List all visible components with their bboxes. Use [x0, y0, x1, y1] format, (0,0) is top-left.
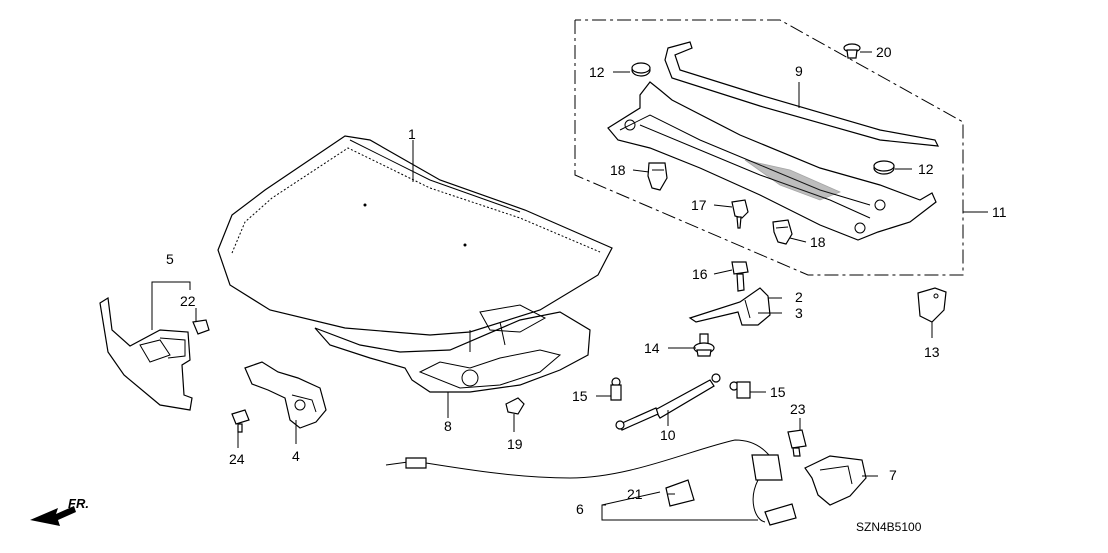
callout-7: 7: [889, 467, 897, 483]
callout-5: 5: [166, 251, 174, 267]
bolt-23: [787, 429, 807, 457]
callout-20: 20: [876, 44, 892, 60]
callout-18-lower: 18: [810, 234, 826, 250]
leader-lines: [151, 51, 933, 521]
clip-20: [843, 43, 861, 59]
hood-strut: [615, 373, 721, 431]
stud-14: [693, 333, 715, 357]
clip-19: [505, 397, 525, 415]
cap-upper: [631, 62, 651, 77]
callout-2: 2: [795, 289, 803, 305]
callout-6: 6: [576, 501, 584, 517]
callout-11: 11: [992, 204, 1007, 220]
hood-stop-13: [917, 287, 947, 323]
callout-21: 21: [627, 486, 643, 502]
callout-19: 19: [507, 436, 523, 452]
hood-lock: [804, 455, 867, 506]
callout-8: 8: [444, 418, 452, 434]
callout-10: 10: [660, 427, 676, 443]
ball-stud-right: [729, 381, 751, 399]
callout-9: 9: [795, 63, 803, 79]
callout-18-upper: 18: [610, 162, 626, 178]
callout-16: 16: [692, 266, 708, 282]
callout-12-lower: 12: [918, 161, 934, 177]
clip-18-upper: [647, 162, 668, 191]
cap-lower: [873, 160, 895, 175]
front-label: FR.: [68, 496, 89, 511]
hood: [217, 135, 613, 336]
hood-hinge: [688, 287, 771, 326]
front-direction-arrow-icon: [30, 506, 76, 526]
callout-1: 1: [408, 126, 416, 142]
ball-stud-left: [610, 377, 622, 401]
callout-15-right: 15: [770, 384, 786, 400]
clip-22: [192, 319, 210, 335]
callout-15-left: 15: [572, 388, 588, 404]
hood-latch: [244, 361, 327, 429]
diagram-code: SZN4B5100: [856, 520, 922, 534]
callout-17: 17: [691, 197, 707, 213]
hood-insulator: [314, 304, 591, 393]
callout-4: 4: [292, 448, 300, 464]
group-boundary-11: [574, 19, 964, 276]
bolt-24: [231, 409, 250, 433]
callout-13: 13: [924, 344, 940, 360]
callout-12-upper: 12: [589, 64, 605, 80]
cowl-top: [607, 81, 937, 241]
callout-3: 3: [795, 305, 803, 321]
clip-18-lower: [772, 219, 793, 245]
side-cover-5: [99, 296, 193, 411]
cable-clip-21: [665, 479, 695, 507]
callout-14: 14: [644, 340, 660, 356]
weatherstrip: [664, 41, 940, 147]
callout-22: 22: [180, 293, 196, 309]
callout-24: 24: [229, 451, 245, 467]
clip-17: [731, 199, 749, 229]
bolt-16: [731, 261, 749, 292]
callout-23: 23: [790, 401, 806, 417]
release-cable: [385, 439, 797, 526]
